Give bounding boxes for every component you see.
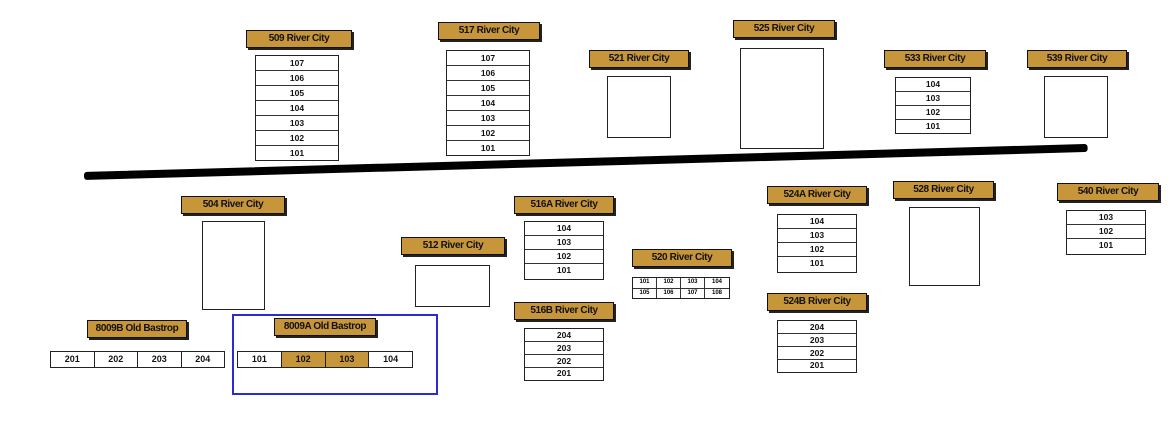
unit-list-540: 103 102 101: [1066, 210, 1146, 255]
unit-533-103[interactable]: 103: [896, 92, 970, 106]
unit-516a-103[interactable]: 103: [525, 236, 603, 250]
unit-540-102[interactable]: 102: [1067, 225, 1145, 239]
unit-list-533: 104 103 102 101: [895, 77, 971, 134]
unit-8009b-204[interactable]: 204: [181, 352, 224, 367]
unit-516b-204[interactable]: 204: [525, 329, 603, 342]
unit-8009a-104[interactable]: 104: [369, 352, 412, 367]
building-label-539[interactable]: 539 River City: [1027, 50, 1127, 68]
unit-8009b-203[interactable]: 203: [138, 352, 182, 367]
unit-509-105[interactable]: 105: [256, 86, 338, 101]
unit-row-8009a: 101 102 103 104: [237, 351, 413, 368]
building-label-524b[interactable]: 524B River City: [767, 293, 867, 311]
unit-524a-103[interactable]: 103: [778, 229, 856, 243]
unit-524b-201[interactable]: 201: [809, 360, 825, 370]
unit-520-108[interactable]: 108: [711, 289, 722, 296]
unit-516b-202[interactable]: 202: [525, 355, 603, 368]
unit-524a-104[interactable]: 104: [778, 215, 856, 229]
unit-509-103[interactable]: 103: [256, 116, 338, 131]
unit-list-517: 107 106 105 104 103 102 101: [446, 50, 530, 156]
unit-540-103[interactable]: 103: [1067, 211, 1145, 225]
unit-list-516b: 204 203 202 201: [524, 328, 604, 381]
unit-517-106[interactable]: 106: [447, 66, 529, 81]
unit-533-102[interactable]: 102: [896, 106, 970, 120]
unit-list-509: 107 106 105 104 103 102 101: [255, 55, 339, 161]
unit-517-102[interactable]: 102: [447, 126, 529, 141]
building-box-525[interactable]: [740, 48, 824, 149]
unit-8009b-201[interactable]: 201: [51, 352, 95, 367]
building-box-512[interactable]: [415, 265, 490, 307]
unit-524b-203[interactable]: 203: [778, 334, 856, 347]
unit-520-101[interactable]: 101: [633, 278, 657, 289]
unit-509-104[interactable]: 104: [256, 101, 338, 116]
unit-8009a-101[interactable]: 101: [238, 352, 282, 367]
unit-509-102[interactable]: 102: [256, 131, 338, 146]
building-label-528[interactable]: 528 River City: [893, 181, 994, 199]
building-label-8009a[interactable]: 8009A Old Bastrop: [274, 318, 376, 336]
building-box-539[interactable]: [1044, 76, 1108, 138]
unit-516b-201[interactable]: 201: [556, 368, 572, 378]
building-label-517[interactable]: 517 River City: [438, 22, 540, 40]
building-label-521[interactable]: 521 River City: [589, 50, 689, 68]
road-divider: [83, 143, 1088, 180]
unit-list-516a: 104 103 102 101: [524, 221, 604, 280]
unit-row-8009b: 201 202 203 204: [50, 351, 225, 368]
building-label-509[interactable]: 509 River City: [246, 30, 352, 48]
unit-520-102[interactable]: 102: [657, 278, 681, 289]
unit-list-524b: 204 203 202 201: [777, 320, 857, 373]
unit-533-101[interactable]: 101: [925, 121, 941, 131]
unit-8009a-103[interactable]: 103: [325, 352, 370, 367]
unit-grid-520: 101 102 103 104 105 106 107 108: [632, 277, 730, 299]
unit-520-107[interactable]: 107: [681, 288, 705, 298]
unit-509-101[interactable]: 101: [289, 148, 305, 158]
unit-524b-204[interactable]: 204: [778, 321, 856, 334]
unit-517-105[interactable]: 105: [447, 81, 529, 96]
building-label-525[interactable]: 525 River City: [733, 20, 835, 38]
unit-516a-102[interactable]: 102: [525, 250, 603, 264]
building-box-521[interactable]: [607, 76, 671, 138]
building-label-516b[interactable]: 516B River City: [514, 302, 614, 320]
building-label-512[interactable]: 512 River City: [401, 237, 505, 255]
unit-533-104[interactable]: 104: [896, 78, 970, 92]
building-label-540[interactable]: 540 River City: [1057, 183, 1159, 201]
unit-516a-104[interactable]: 104: [525, 222, 603, 236]
building-label-504[interactable]: 504 River City: [181, 196, 285, 214]
unit-540-101[interactable]: 101: [1098, 240, 1114, 250]
building-box-528[interactable]: [909, 207, 980, 286]
unit-524b-202[interactable]: 202: [778, 347, 856, 360]
unit-509-107[interactable]: 107: [256, 56, 338, 71]
building-label-516a[interactable]: 516A River City: [514, 196, 614, 214]
unit-8009a-102[interactable]: 102: [281, 352, 326, 367]
building-label-8009b[interactable]: 8009B Old Bastrop: [87, 320, 187, 338]
unit-517-107[interactable]: 107: [447, 51, 529, 66]
unit-520-105[interactable]: 105: [633, 288, 657, 298]
unit-509-106[interactable]: 106: [256, 71, 338, 86]
unit-516b-203[interactable]: 203: [525, 342, 603, 355]
unit-517-103[interactable]: 103: [447, 111, 529, 126]
building-box-504[interactable]: [202, 221, 265, 310]
unit-517-104[interactable]: 104: [447, 96, 529, 111]
unit-516a-101[interactable]: 101: [556, 265, 572, 275]
unit-524a-101[interactable]: 101: [809, 258, 825, 268]
building-label-533[interactable]: 533 River City: [884, 50, 986, 68]
unit-517-101[interactable]: 101: [480, 143, 496, 153]
building-label-524a[interactable]: 524A River City: [767, 186, 867, 204]
unit-520-103[interactable]: 103: [681, 278, 705, 289]
unit-524a-102[interactable]: 102: [778, 243, 856, 257]
unit-8009b-202[interactable]: 202: [94, 352, 138, 367]
unit-list-524a: 104 103 102 101: [777, 214, 857, 273]
unit-520-106[interactable]: 106: [657, 288, 681, 298]
building-label-520[interactable]: 520 River City: [632, 249, 732, 267]
unit-520-104[interactable]: 104: [705, 278, 729, 289]
